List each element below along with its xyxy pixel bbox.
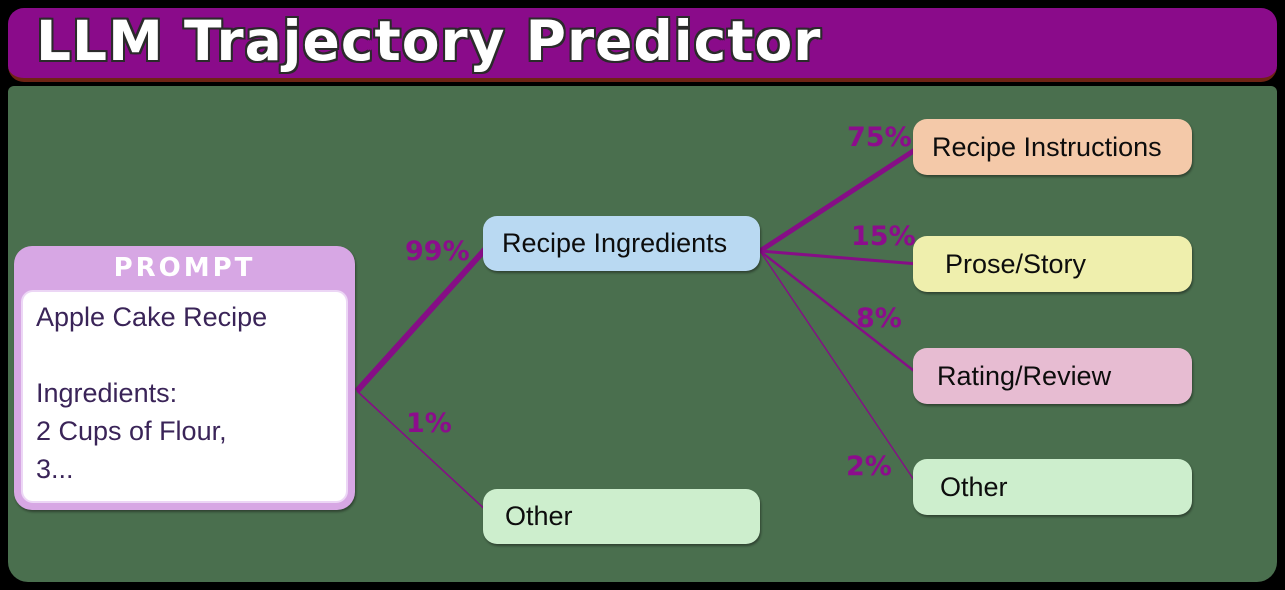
node-rating-review: Rating/Review [913, 348, 1192, 404]
edge-2-percent [759, 250, 919, 487]
prompt-text: Apple Cake Recipe Ingredients: 2 Cups of… [21, 290, 348, 503]
prompt-line: 2 Cups of Flour, [36, 416, 227, 446]
edge-75-percent [758, 145, 920, 254]
page-title: LLM Trajectory Predictor [36, 9, 822, 73]
prompt-line: Apple Cake Recipe [36, 302, 268, 332]
prompt-line [36, 336, 342, 374]
prompt-line: Ingredients: [36, 378, 178, 408]
probability-label-prose-story: 15% [851, 221, 916, 252]
probability-label-recipe-instructions: 75% [847, 122, 912, 153]
edge-99-percent [354, 241, 493, 394]
edge-15-percent [759, 249, 919, 266]
prompt-box: PROMPT Apple Cake Recipe Ingredients: 2 … [14, 246, 355, 510]
node-recipe-instructions: Recipe Instructions [913, 119, 1192, 175]
probability-label-recipe-ingredients: 99% [405, 236, 470, 267]
node-other-level1: Other [483, 489, 760, 544]
probability-label-other-level2: 2% [846, 451, 892, 482]
probability-label-other-level1: 1% [406, 408, 452, 439]
prompt-box-title: PROMPT [113, 253, 256, 283]
probability-label-rating-review: 8% [856, 303, 902, 334]
prompt-line: 3... [36, 454, 74, 484]
node-prose-story: Prose/Story [913, 236, 1192, 292]
title-bar: LLM Trajectory Predictor [8, 8, 1277, 82]
node-other-level2: Other [913, 459, 1192, 515]
edge-1-percent [356, 390, 491, 515]
edge-8-percent [759, 250, 919, 375]
node-recipe-ingredients: Recipe Ingredients [483, 216, 760, 271]
